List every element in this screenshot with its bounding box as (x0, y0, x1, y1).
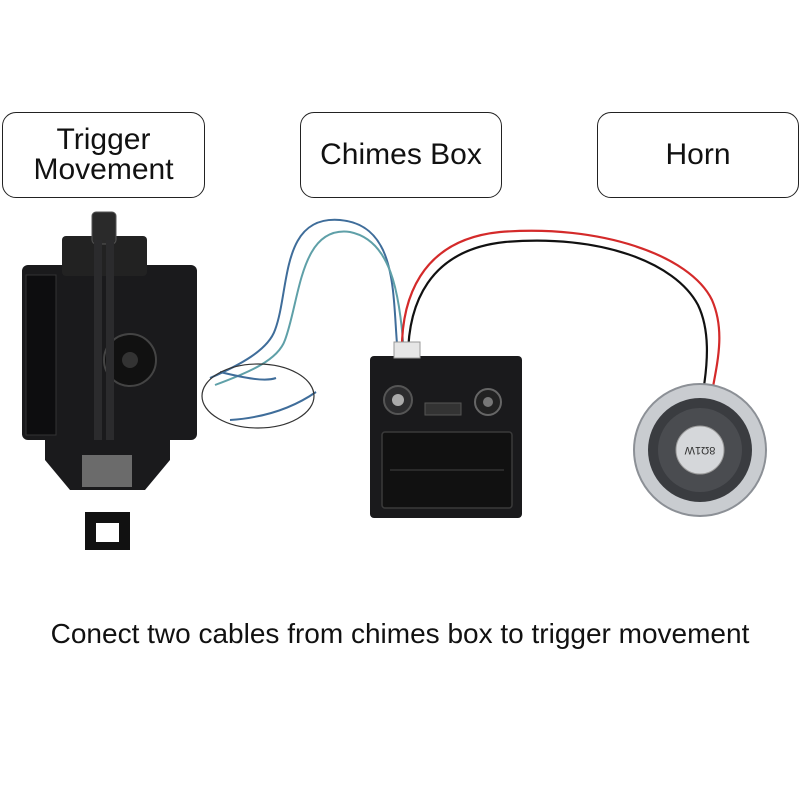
chimes-box-label: Chimes Box (320, 138, 482, 171)
push-button-center (483, 397, 493, 407)
movement-top-bracket (62, 236, 147, 276)
connection-zoom-circle (201, 363, 315, 429)
movement-left-panel (25, 274, 57, 436)
speaker-marking: 8Ω1W (684, 444, 715, 456)
clock-movement-icon (22, 211, 197, 550)
chimes-box-icon (370, 341, 522, 518)
dip-switch (424, 402, 462, 416)
horn-label-box: Horn (597, 112, 799, 198)
horn-label: Horn (665, 138, 731, 171)
pendulum-hook (85, 512, 130, 550)
trigger-movement-label: Trigger Movement (33, 123, 174, 186)
pendulum-rod-left (94, 240, 102, 465)
chimes-box-connector (393, 341, 421, 359)
teal-wire-lower (229, 391, 317, 421)
signal-wires (209, 218, 405, 421)
pendulum-rod-right (106, 240, 114, 465)
speaker-dust-cap (675, 425, 725, 475)
trigger-movement-label-box: Trigger Movement (2, 112, 205, 198)
movement-shaft (122, 352, 138, 368)
red-wire (400, 229, 721, 393)
movement-knob (91, 211, 117, 245)
black-wire (406, 239, 708, 393)
volume-knob-center (392, 394, 404, 406)
chimes-box-label-box: Chimes Box (300, 112, 502, 198)
speaker-icon: 8Ω1W (633, 383, 767, 517)
diagram-caption: Conect two cables from chimes box to tri… (50, 618, 750, 649)
blue-wire-upper (209, 218, 399, 379)
speaker-wires (400, 229, 721, 393)
teal-wire-upper (214, 230, 405, 386)
pendulum-tag (82, 455, 132, 487)
blue-wire-lower (219, 371, 277, 381)
